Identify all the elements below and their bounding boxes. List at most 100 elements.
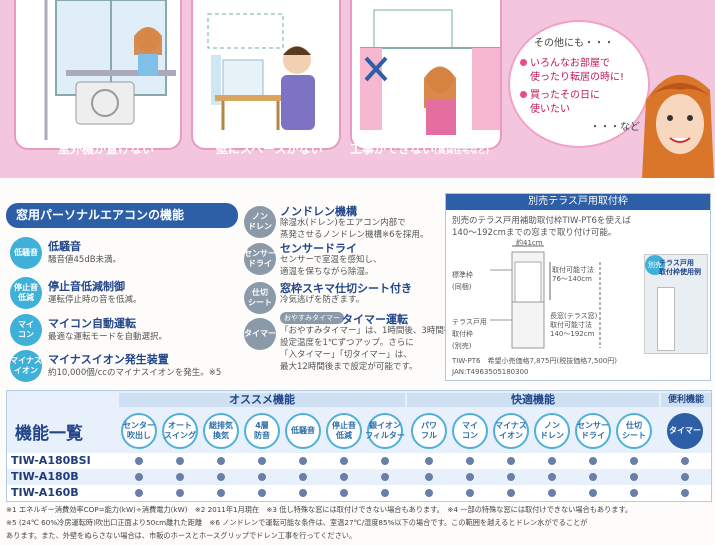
- feature-dot: [507, 473, 515, 481]
- feature-dot: [425, 489, 433, 497]
- feature-dot: [681, 489, 689, 497]
- icon-powerful: パワ フル: [411, 413, 447, 449]
- feature-dot: [258, 473, 266, 481]
- feature-dot: [258, 457, 266, 465]
- badge-timer: タイマー: [244, 318, 276, 350]
- badge-non-drain: ノン ドレン: [244, 206, 276, 238]
- range-long-window: 長窓(テラス窓) 取付可能寸法 140～192cm: [550, 312, 598, 338]
- feature-sensor-dry-desc: センサーで室温を感知し、 適温を保ちながら除湿。: [280, 255, 382, 277]
- icon-low-noise: 低騒音: [285, 413, 321, 449]
- woman-illustration: [642, 74, 714, 178]
- feature-stop-sound: 停止音低減制御: [48, 280, 125, 293]
- feature-dot: [299, 473, 307, 481]
- feature-dot: [217, 473, 225, 481]
- feature-dot: [425, 473, 433, 481]
- optional-tag: 別売: [645, 255, 665, 275]
- feature-sensor-dry: センサードライ: [280, 242, 357, 255]
- icon-four-layer-soundproof: 4層 防音: [244, 413, 280, 449]
- terrace-frame-box: 別売テラス戸用取付枠 別売のテラス戸用補助取付枠TIW-PT6を使えば 140～…: [445, 193, 711, 381]
- bubble-item-1: いろんなお部屋で: [520, 54, 610, 69]
- terrace-header: 別売テラス戸用取付枠: [446, 194, 710, 210]
- table-row: [7, 469, 711, 485]
- feature-dot: [548, 457, 556, 465]
- icon-non-drain: ノン ドレン: [534, 413, 570, 449]
- feature-dot: [630, 489, 638, 497]
- footnote-2: ※5 (24℃ 60%冷房運転時)吹出口正面より50cm離れた距離 ※6 ノンド…: [6, 518, 588, 527]
- icon-sensor-dry: センサー ドライ: [575, 413, 611, 449]
- scenario-caption-1: 室外機が置けない: [58, 142, 155, 156]
- terrace-price: TIW-PT6 希望小売価格7,875円(税抜価格7,500円): [452, 357, 617, 365]
- unit-image: [657, 287, 675, 351]
- icon-timer: タイマー: [667, 413, 703, 449]
- speech-bubble: その他にも・・・ いろんなお部屋で 使ったり転居の時に! 買ったその日に 使いた…: [508, 20, 650, 148]
- feature-dot: [381, 457, 389, 465]
- feature-dot: [630, 473, 638, 481]
- feature-microcomputer: マイコン自動運転: [48, 317, 136, 330]
- badge-stop-sound: 停止音 低減: [10, 277, 42, 309]
- feature-dot: [630, 457, 638, 465]
- bubble-item-3: 買ったその日に: [520, 86, 600, 101]
- feature-dot: [176, 457, 184, 465]
- bullet-icon: [520, 59, 527, 66]
- feature-dot: [340, 473, 348, 481]
- feature-dot: [466, 489, 474, 497]
- feature-dot: [299, 489, 307, 497]
- badge-sensor-dry: センサー ドライ: [244, 243, 276, 275]
- badge-minus-ion: マイナス イオン: [10, 350, 42, 382]
- group-recommended: オススメ機能: [119, 393, 405, 407]
- feature-non-drain-desc: 除湿水(ドレン)をエアコン内部で 蒸発させるノンドレン機構※6を採用。: [280, 218, 429, 240]
- bubble-head: その他にも・・・: [534, 38, 614, 49]
- feature-dot: [299, 457, 307, 465]
- table-title: 機能一覧: [15, 424, 83, 444]
- feature-dot: [466, 457, 474, 465]
- icon-microcomputer: マイ コン: [452, 413, 488, 449]
- icon-minus-ion: マイナス イオン: [493, 413, 529, 449]
- feature-dot: [340, 489, 348, 497]
- feature-dot: [340, 457, 348, 465]
- feature-dot: [217, 457, 225, 465]
- feature-non-drain: ノンドレン機構: [280, 205, 357, 218]
- bubble-tail: ・・・など: [590, 122, 640, 133]
- feature-dot: [589, 473, 597, 481]
- feature-dot: [135, 457, 143, 465]
- badge-partition-sheet: 仕切 シート: [244, 282, 276, 314]
- scenario-panel-2: [191, 0, 341, 150]
- no-construction-illustration: [360, 9, 500, 135]
- scenario-panel-3: [350, 0, 502, 150]
- feature-dot: [176, 489, 184, 497]
- feature-dot: [507, 457, 515, 465]
- feature-dot: [466, 473, 474, 481]
- sleep-timer-tag: おやすみタイマー: [280, 312, 344, 324]
- badge-microcomputer: マイ コン: [10, 314, 42, 346]
- footnote-3: あります。また、外壁をぬらさない場合は、市販のホースとホースグリップでドレン工事…: [6, 531, 357, 540]
- function-table: オススメ機能 快適機能 便利機能 機能一覧 センター 吹出し オート スイング …: [6, 390, 712, 502]
- icon-center-outlet: センター 吹出し: [121, 413, 157, 449]
- feature-minus-ion-desc: 約10,000個/ccのマイナスイオンを発生。※5: [48, 368, 222, 378]
- feature-timer: タイマー運転: [342, 313, 408, 326]
- icon-partition-sheet: 仕切 シート: [616, 413, 652, 449]
- feature-minus-ion: マイナスイオン発生装置: [48, 353, 169, 366]
- terrace-frame-label: テラス戸用取付枠(別売): [452, 318, 487, 350]
- feature-low-noise-desc: 騒音値45dB未満。: [48, 255, 122, 265]
- range-standard: 取付可能寸法 76～140cm: [552, 266, 594, 283]
- wall-illustration: [207, 13, 315, 130]
- feature-dot: [176, 473, 184, 481]
- feature-dot: [135, 473, 143, 481]
- icon-auto-swing: オート スイング: [162, 413, 198, 449]
- scenario-caption-2: 壁にスペースがない: [216, 142, 323, 156]
- feature-dot: [217, 489, 225, 497]
- table-row: [7, 453, 711, 469]
- model-name: TIW-A180B: [11, 470, 79, 483]
- model-name: TIW-A180BSI: [11, 454, 91, 467]
- feature-stop-sound-desc: 運転停止時の音を低減。: [48, 295, 142, 305]
- terrace-photo: 別売 テラス戸用 取付枠使用例: [644, 254, 708, 354]
- feature-dot: [548, 489, 556, 497]
- model-name: TIW-A160B: [11, 486, 79, 499]
- icon-stop-sound: 停止音 低減: [326, 413, 362, 449]
- feature-dot: [548, 473, 556, 481]
- features-title: 窓用パーソナルエアコンの機能: [6, 203, 238, 228]
- feature-dot: [381, 489, 389, 497]
- scenario-panel-1: [14, 0, 182, 150]
- feature-dot: [589, 457, 597, 465]
- bubble-item-2: 使ったり転居の時に!: [530, 72, 625, 83]
